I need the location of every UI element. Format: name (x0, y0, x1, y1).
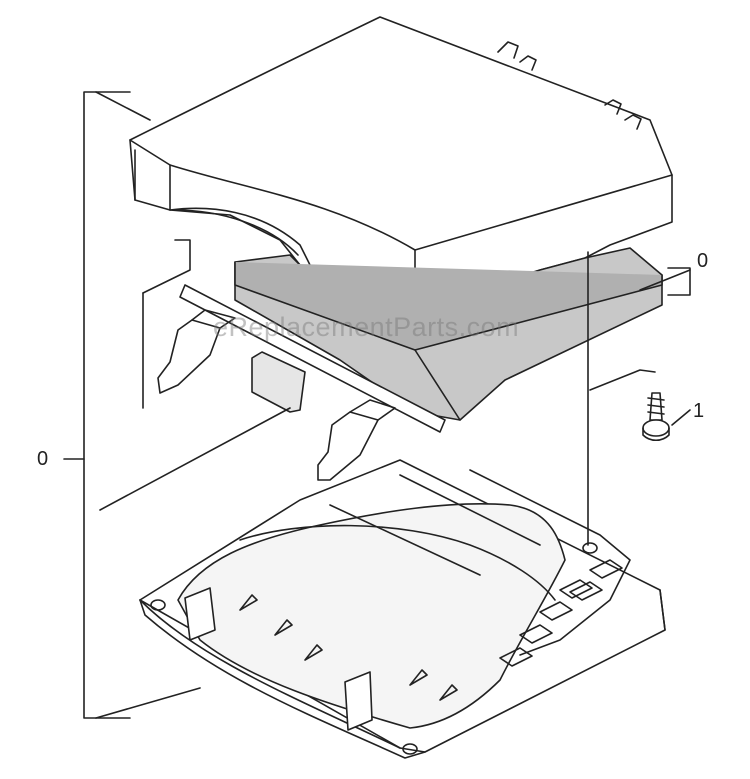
leader-lines (99, 239, 691, 546)
air-filter-base (139, 459, 666, 759)
callout-assembly-left: 0 (37, 448, 49, 470)
watermark-text: eReplacementParts.com (213, 312, 520, 342)
assembly-bracket (63, 91, 201, 719)
rubber-pad (251, 351, 306, 413)
filter-frame (157, 284, 446, 481)
callout-assembly-right: 0 (697, 250, 709, 272)
callout-screw: 1 (693, 400, 705, 422)
screw (642, 392, 670, 442)
